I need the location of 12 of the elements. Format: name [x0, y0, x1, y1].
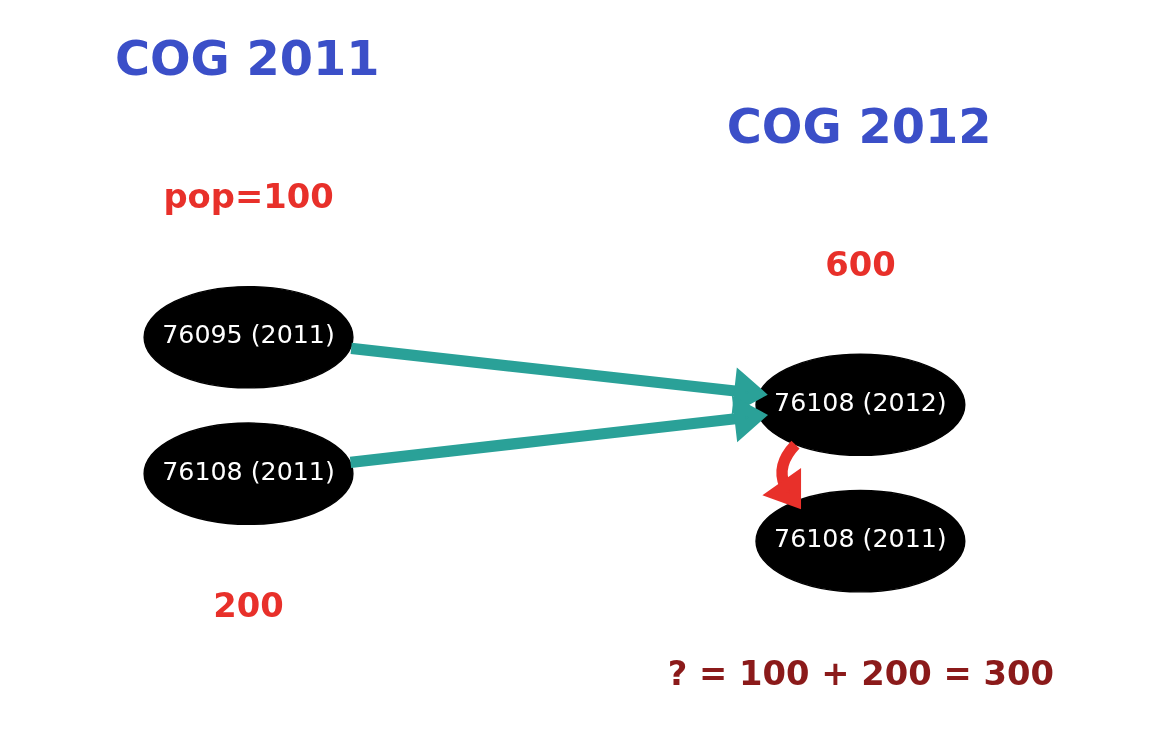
node-ellipse: 76108 (2011) — [754, 489, 965, 593]
node-label: 600 — [824, 244, 896, 284]
node-ellipse: 76108 (2012) — [754, 353, 965, 457]
node-ellipse: 76108 (2011) — [142, 422, 354, 526]
node-label: ? = 100 + 200 = 300 — [667, 653, 1054, 693]
node-label: 200 — [212, 586, 284, 626]
arrow — [350, 342, 768, 415]
label: COG 2011 — [114, 31, 380, 87]
arrow — [349, 395, 768, 468]
label: COG 2012 — [726, 98, 991, 154]
node-label: pop=100 — [162, 177, 334, 217]
node-ellipse: 76095 (2011) — [142, 285, 354, 389]
